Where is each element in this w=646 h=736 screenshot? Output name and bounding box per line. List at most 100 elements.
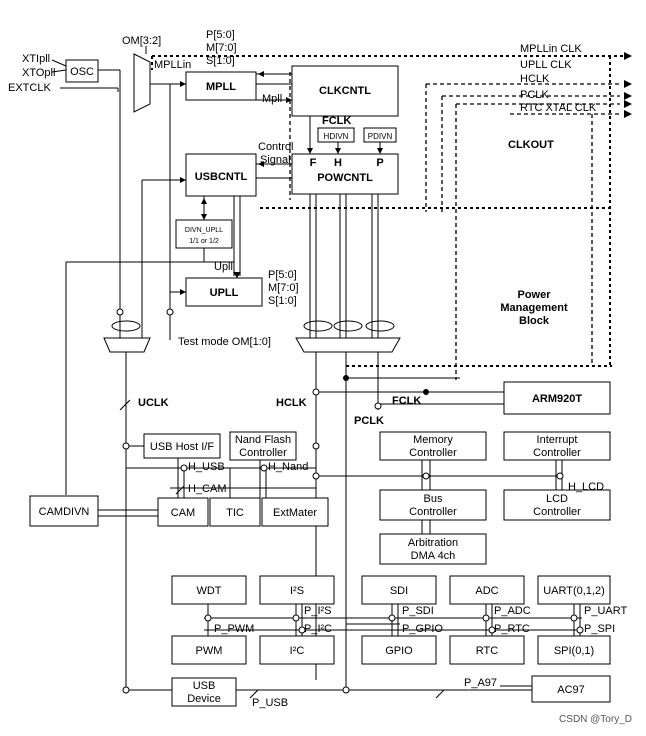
- upll-out-label: Upll: [214, 261, 233, 273]
- s10-top: S[1:0]: [206, 55, 235, 67]
- xtopll-label: XTOpll: [22, 67, 55, 79]
- ac97-block: AC97: [531, 675, 611, 703]
- output-pclk: PCLK: [520, 89, 549, 101]
- adc-label: ADC: [475, 585, 498, 597]
- usbdev-label-2: Device: [187, 693, 221, 705]
- tic-label: TIC: [226, 507, 244, 519]
- control-label-2: Signal: [260, 154, 291, 166]
- usb-device-block: USB Device: [171, 677, 237, 707]
- mpll-out-label: Mpll: [262, 93, 282, 105]
- divn-upll-block: DIVN_UPLL 1/1 or 1/2: [175, 219, 233, 249]
- p-adc-label: P_ADC: [494, 605, 531, 617]
- hdivn-block: HDIVN: [317, 127, 355, 143]
- h-nand-label: H_Nand: [268, 461, 308, 473]
- control-label-1: Control: [258, 141, 293, 153]
- sdi-block: SDI: [361, 575, 437, 605]
- wdt-label: WDT: [196, 585, 221, 597]
- clock-labels: UCLK HCLK FCLK PCLK: [138, 395, 421, 427]
- p-uart-label: P_UART: [584, 605, 627, 617]
- pdivn-label: PDIVN: [368, 132, 393, 141]
- h-label: H: [334, 157, 342, 169]
- xtipll-label: XTIpll: [22, 53, 50, 65]
- nand-label-1: Nand Flash: [235, 434, 291, 446]
- camdivn-block: CAMDIVN: [29, 495, 99, 527]
- arm920t-block: ARM920T: [503, 381, 611, 415]
- usbcntl-label: USBCNTL: [195, 171, 248, 183]
- m70-bottom: M[7:0]: [268, 282, 299, 294]
- upll-label: UPLL: [210, 287, 239, 299]
- pll-param-labels: P[5:0] M[7:0] S[1:0] P[5:0] M[7:0] S[1:0…: [178, 29, 351, 348]
- divn-upll-ratio: 1/1 or 1/2: [189, 238, 219, 245]
- om32-label: OM[3:2]: [122, 35, 161, 47]
- p50-bottom: P[5:0]: [268, 269, 297, 281]
- om-mux: [133, 53, 151, 113]
- p-gpio-label: P_GPIO: [402, 623, 443, 635]
- p-i2c-label: P_I²C: [304, 623, 332, 635]
- wires: [51, 46, 582, 699]
- mem-label-2: Controller: [409, 447, 457, 459]
- rtc-block: RTC: [449, 635, 525, 665]
- rtc-label: RTC: [476, 645, 498, 657]
- p-sdi-label: P_SDI: [402, 605, 434, 617]
- adc-block: ADC: [449, 575, 525, 605]
- i2c-label: I²C: [290, 645, 305, 657]
- tic-block: TIC: [209, 497, 261, 527]
- powcntl-block: POWCNTL F H P: [291, 153, 399, 195]
- powcntl-label: POWCNTL: [317, 172, 373, 184]
- junction-dots: [116, 308, 584, 694]
- output-hclk: HCLK: [520, 73, 550, 85]
- output-rtc-xtal-clk: RTC XTAL CLK: [520, 102, 597, 114]
- fclk-label: FCLK: [392, 395, 421, 407]
- output-clock-labels: MPLLin CLK UPLL CLK HCLK PCLK RTC XTAL C…: [508, 43, 597, 151]
- osc-block: OSC: [65, 59, 99, 83]
- gpio-label: GPIO: [385, 645, 413, 657]
- sdi-label: SDI: [390, 585, 408, 597]
- uclk-label: UCLK: [138, 397, 169, 409]
- fclk-top-label: FCLK: [322, 115, 351, 127]
- pmb-label-2: Management: [500, 302, 568, 314]
- testmode-label: Test mode OM[1:0]: [178, 336, 271, 348]
- m70-top: M[7:0]: [206, 42, 237, 54]
- p-label: P: [376, 157, 383, 169]
- mpll-block: MPLL: [185, 71, 257, 101]
- output-mpllin-clk: MPLLin CLK: [520, 43, 582, 55]
- interrupt-controller-block: Interrupt Controller: [503, 431, 611, 461]
- i2s-block: I²S: [259, 575, 335, 605]
- p-usb-label: P_USB: [252, 697, 288, 709]
- hclk-label: HCLK: [276, 397, 307, 409]
- i2c-block: I²C: [259, 635, 335, 665]
- usbdev-label-1: USB: [193, 680, 216, 692]
- f-label: F: [310, 157, 317, 169]
- lcd-label-2: Controller: [533, 506, 581, 518]
- pclk-label: PCLK: [354, 415, 384, 427]
- arb-label-2: DMA 4ch: [411, 550, 456, 562]
- nand-flash-block: Nand Flash Controller: [229, 431, 297, 461]
- i2s-label: I²S: [290, 585, 304, 597]
- output-upll-clk: UPLL CLK: [520, 59, 572, 71]
- s10-bottom: S[1:0]: [268, 295, 297, 307]
- mem-label-1: Memory: [413, 434, 453, 446]
- mpllin-label: MPLLin: [154, 59, 191, 71]
- usb-host-block: USB Host I/F: [143, 433, 221, 459]
- p-i2s-label: P_I²S: [304, 605, 332, 617]
- hdivn-label: HDIVN: [324, 132, 349, 141]
- p-a97-label: P_A97: [464, 677, 497, 689]
- arb-label-1: Arbitration: [408, 537, 458, 549]
- bus-label-1: Bus: [424, 493, 443, 505]
- cam-block: CAM: [157, 497, 209, 527]
- usb-clock-mux: [103, 337, 151, 353]
- clkout-label: CLKOUT: [508, 139, 554, 151]
- mpll-label: MPLL: [206, 81, 236, 93]
- extmater-block: ExtMater: [261, 497, 329, 527]
- h-usb-label: H_USB: [188, 461, 225, 473]
- bus-controller-block: Bus Controller: [379, 489, 487, 521]
- osc-label: OSC: [70, 66, 94, 78]
- pmb-label-3: Block: [519, 315, 550, 327]
- pmb-label-1: Power: [517, 289, 551, 301]
- h-lcd-label: H_LCD: [568, 481, 604, 493]
- int-label-1: Interrupt: [537, 434, 578, 446]
- input-labels: XTIpll XTOpll EXTCLK OM[3:2] MPLLin: [8, 35, 191, 94]
- lcd-controller-block: LCD Controller: [503, 489, 611, 521]
